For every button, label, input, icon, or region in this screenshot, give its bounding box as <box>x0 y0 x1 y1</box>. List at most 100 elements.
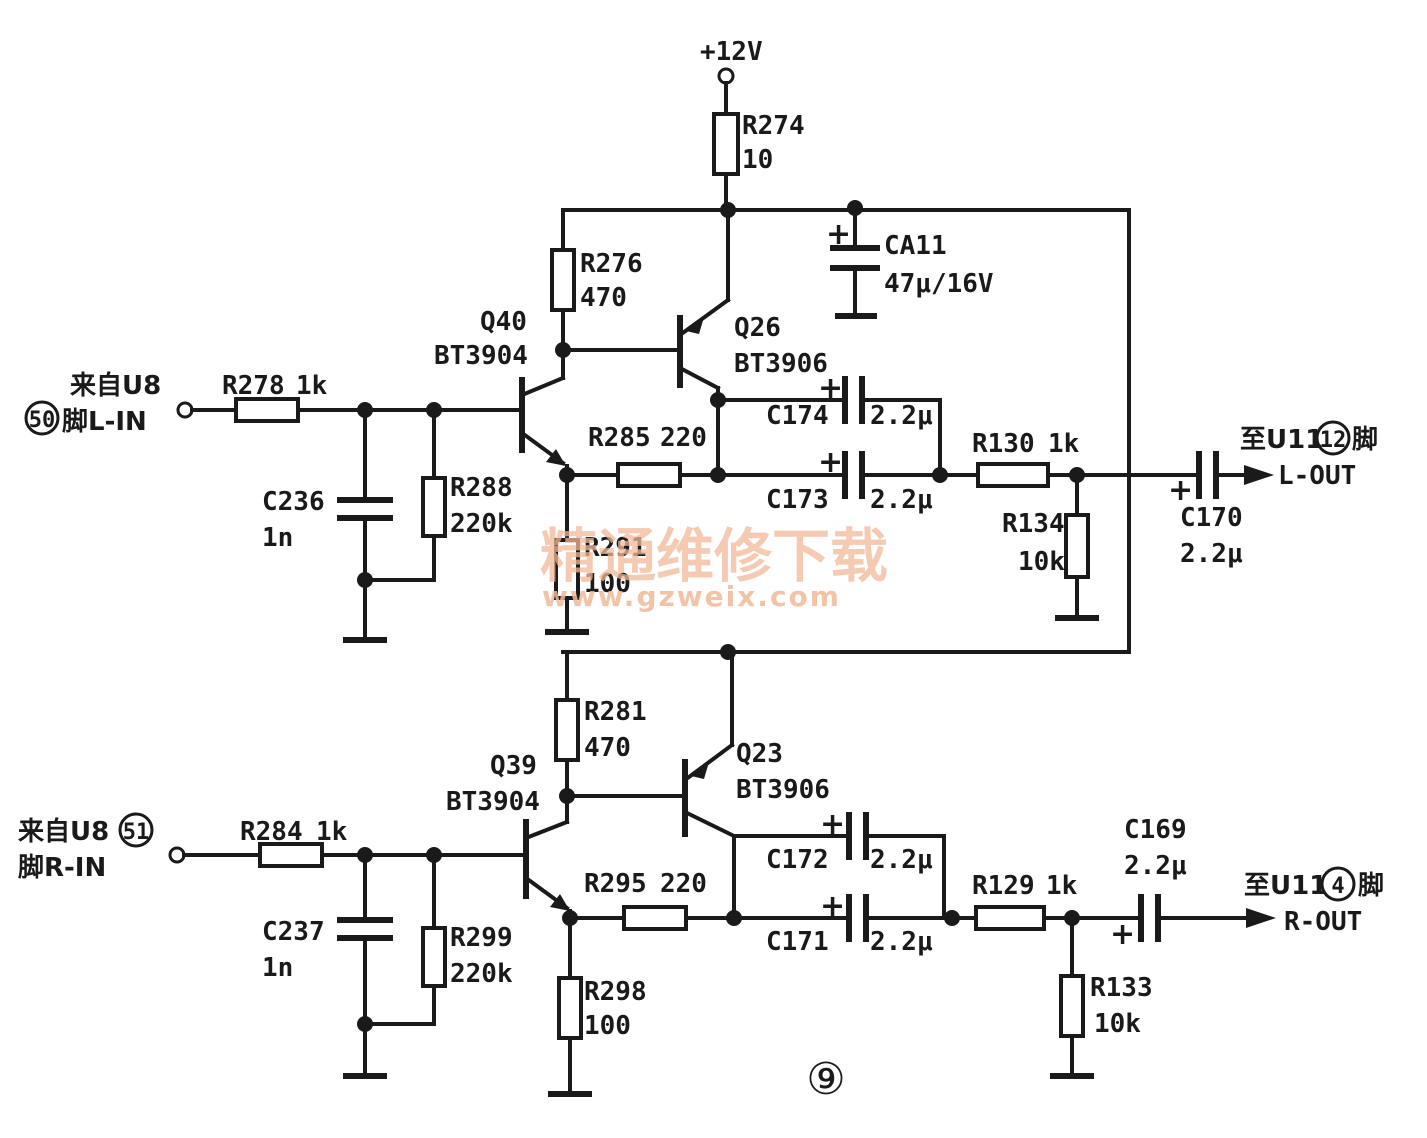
q39-part: BT3904 <box>446 787 540 817</box>
r-in-pin: 51 <box>123 820 150 845</box>
r134-ref: R134 <box>1002 509 1065 539</box>
resistor-r130 <box>976 462 1050 488</box>
resistor-r299 <box>421 926 447 988</box>
r133-ref: R133 <box>1090 973 1153 1003</box>
q40-part: BT3904 <box>434 341 528 371</box>
c170-ref: C170 <box>1180 503 1243 533</box>
r298-value: 100 <box>584 1011 631 1041</box>
l-out-pin-circle <box>1315 420 1351 456</box>
r276-ref: R276 <box>580 249 643 279</box>
r133-value: 10k <box>1094 1009 1141 1039</box>
resistor-r284 <box>258 842 324 868</box>
c236-value: 1n <box>262 523 293 553</box>
r-in-suffix: 脚R-IN <box>18 853 106 883</box>
resistor-r276 <box>550 248 576 312</box>
ca11-ref: CA11 <box>884 231 947 261</box>
c237-ref: C237 <box>262 917 325 947</box>
svg-text:+: + <box>820 889 845 924</box>
r278-value: 1k <box>296 371 328 401</box>
r291-value: 100 <box>584 569 631 599</box>
r284-ref: R284 <box>240 817 303 847</box>
r281-value: 470 <box>584 733 631 763</box>
l-in-label: 来自U8 50 脚L-IN <box>24 370 161 437</box>
capacitor-ca11: + CA11 47μ/16V <box>826 208 994 319</box>
q23-ref: Q23 <box>736 739 783 769</box>
r278-ref: R278 <box>222 371 285 401</box>
r-out-to: 至U11 <box>1244 871 1327 901</box>
q26-part: BT3906 <box>734 349 828 379</box>
resistor-r295 <box>622 905 688 931</box>
supply-terminal <box>717 67 735 85</box>
svg-text:+: + <box>818 445 843 480</box>
resistor-r134 <box>1064 513 1090 579</box>
c236-ref: C236 <box>262 487 325 517</box>
r291-ref: R291 <box>584 533 647 563</box>
r-in-from: 来自U8 <box>18 816 109 847</box>
r-in-label: 来自U8 51 脚R-IN <box>18 812 154 883</box>
svg-text:+: + <box>826 217 851 252</box>
r130-value: 1k <box>1048 429 1080 459</box>
r276-value: 470 <box>580 283 627 313</box>
r281-ref: R281 <box>584 697 647 727</box>
c237-value: 1n <box>262 953 293 983</box>
c171-ref: C171 <box>766 927 829 957</box>
l-out-label: 至U11 12 脚 L-OUT <box>1240 420 1378 491</box>
supply-12v: +12V R274 10 <box>700 37 805 212</box>
r-out-pin: 4 <box>1331 874 1344 899</box>
c169-value: 2.2μ <box>1124 851 1187 881</box>
l-in-pin-circle <box>24 400 60 436</box>
c173-value: 2.2μ <box>870 485 933 515</box>
r-in-pin-circle <box>118 812 154 848</box>
c169-ref: C169 <box>1124 815 1187 845</box>
r129-ref: R129 <box>972 871 1035 901</box>
resistor-r285 <box>616 462 682 488</box>
c174-value: 2.2μ <box>870 401 933 431</box>
resistor-r129 <box>974 905 1046 931</box>
c171-value: 2.2μ <box>870 927 933 957</box>
resistor-r298 <box>557 976 583 1040</box>
l-in-from: 来自U8 <box>70 370 161 401</box>
c173-ref: C173 <box>766 485 829 515</box>
q40-ref: Q40 <box>480 307 527 337</box>
figure-number: ⑨ <box>806 1054 845 1105</box>
resistor-r278 <box>234 397 300 423</box>
svg-text:+: + <box>1168 473 1193 508</box>
right-channel: 来自U8 51 脚R-IN R284 1k C237 1n R299 220k … <box>18 650 1384 1097</box>
l-out-to: 至U11 <box>1240 425 1323 455</box>
r288-value: 220k <box>450 509 513 539</box>
r274-value: 10 <box>742 145 773 175</box>
l-out-name: L-OUT <box>1278 461 1356 491</box>
resistor-r281 <box>554 698 580 762</box>
r130-ref: R130 <box>972 429 1035 459</box>
r288-ref: R288 <box>450 473 513 503</box>
resistor-r274 <box>712 112 740 176</box>
left-channel: 来自U8 50 脚L-IN R278 1k C236 1n R288 220k … <box>24 208 1378 643</box>
r-in-terminal <box>168 846 186 864</box>
c174-ref: C174 <box>766 401 829 431</box>
r299-ref: R299 <box>450 923 513 953</box>
l-out-suffix: 脚 <box>1352 425 1378 455</box>
q26-ref: Q26 <box>734 313 781 343</box>
r285-ref: R285 <box>588 423 651 453</box>
c170-value: 2.2μ <box>1180 539 1243 569</box>
q39-ref: Q39 <box>490 751 537 781</box>
r299-value: 220k <box>450 959 513 989</box>
r-out-name: R-OUT <box>1284 907 1362 937</box>
svg-text:+: + <box>1110 917 1135 952</box>
r134-value: 10k <box>1018 547 1065 577</box>
r129-value: 1k <box>1046 871 1078 901</box>
svg-text:+: + <box>820 807 845 842</box>
r284-value: 1k <box>316 817 348 847</box>
svg-text:+: + <box>818 371 843 406</box>
q23-part: BT3906 <box>736 775 830 805</box>
l-out-pin: 12 <box>1320 428 1347 453</box>
r274-ref: R274 <box>742 111 805 141</box>
r-out-pin-circle <box>1320 866 1356 902</box>
resistor-r133 <box>1059 974 1085 1038</box>
r298-ref: R298 <box>584 977 647 1007</box>
r-out-label: 至U11 4 脚 R-OUT <box>1244 866 1384 937</box>
c172-value: 2.2μ <box>870 845 933 875</box>
supply-label: +12V <box>700 37 763 67</box>
c172-ref: C172 <box>766 845 829 875</box>
